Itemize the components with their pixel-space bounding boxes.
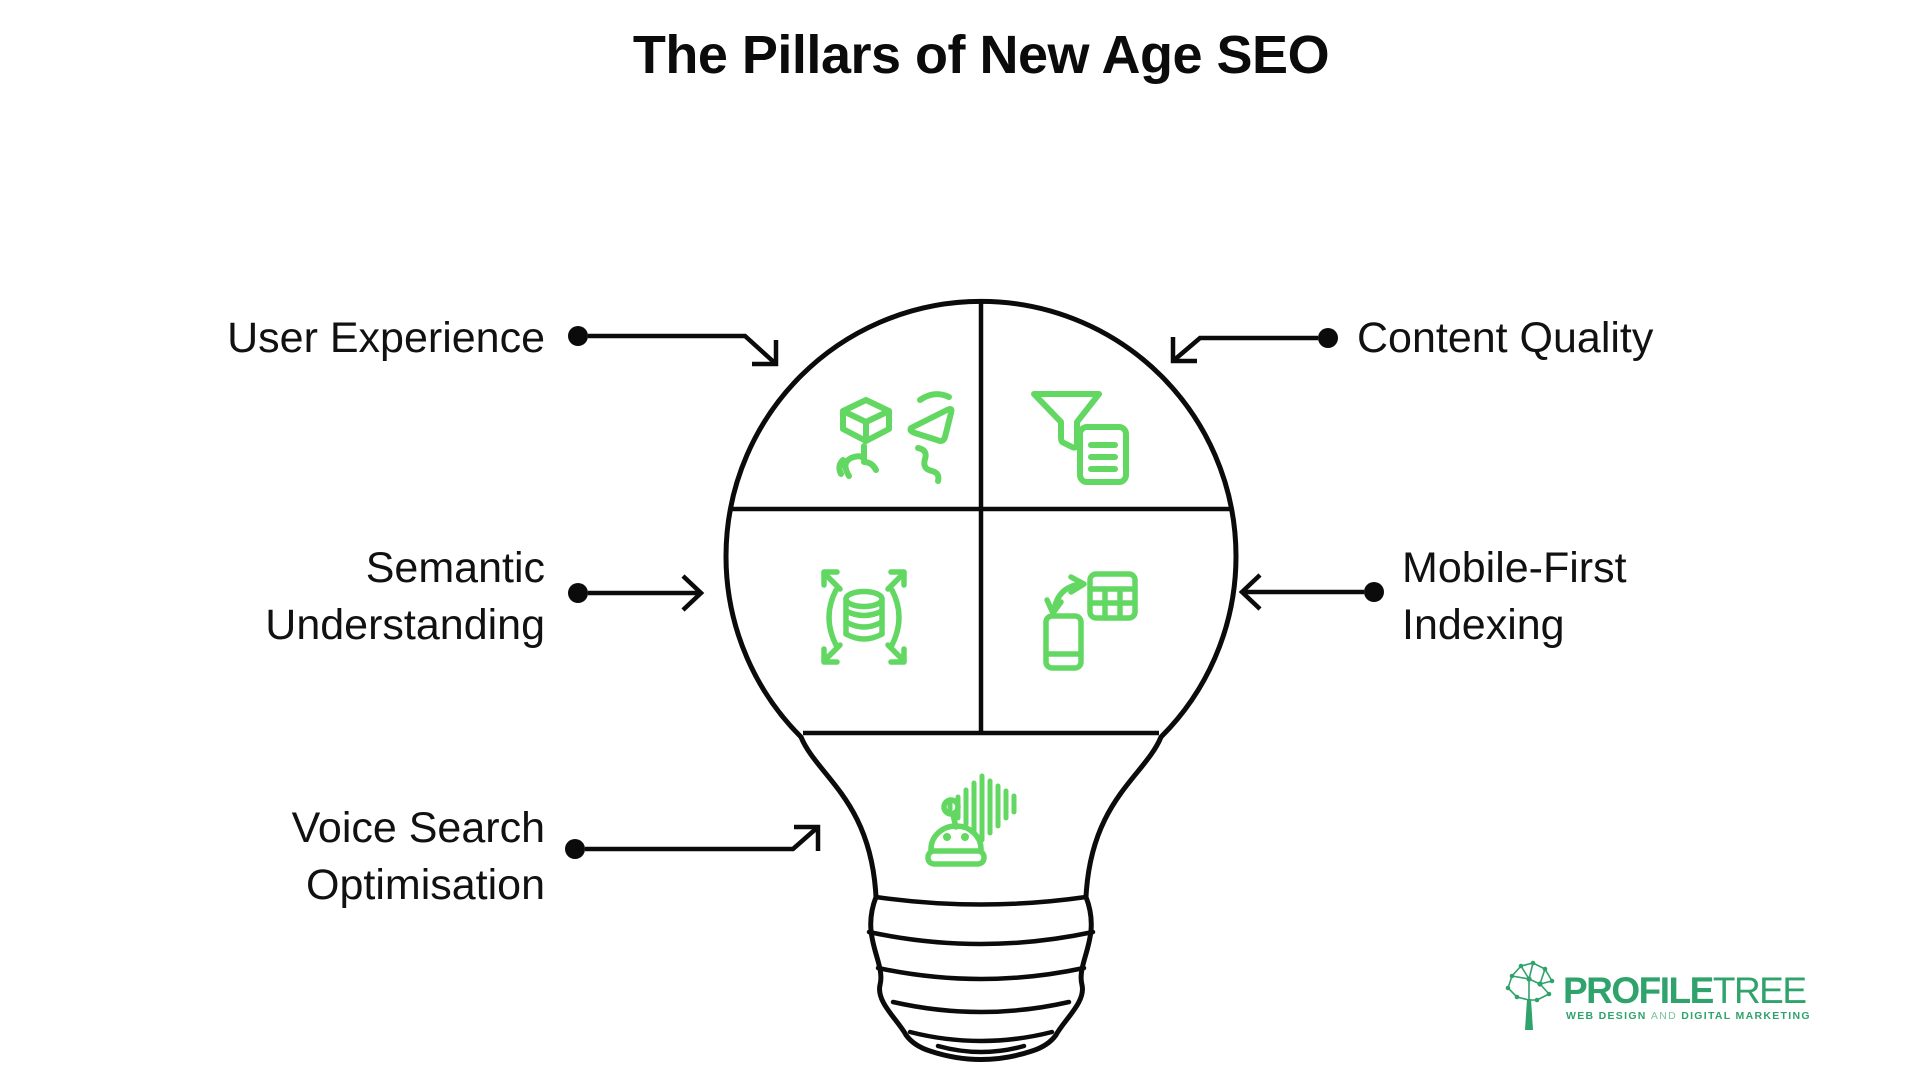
bulb-screw-thread (866, 929, 1096, 947)
profiletree-logo-wordmark: PROFILETREE (1563, 970, 1807, 1012)
bulb-screw-thread (890, 999, 1072, 1015)
bulb-screw-thread (875, 965, 1087, 982)
arrowhead (1170, 337, 1197, 364)
arrowhead (794, 824, 821, 851)
profiletree-logo-tagline: WEB DESIGN AND DIGITAL MARKETING (1566, 1010, 1811, 1022)
logo-text-profile: PROFILE (1563, 970, 1714, 1011)
bulb-quadrant-divider (731, 302, 1231, 736)
label-mobile-first-indexing: Mobile-First Indexing (1402, 544, 1627, 649)
label-semantic-understanding: Semantic Understanding (265, 544, 545, 649)
connector-mobile-first-indexing (1238, 573, 1384, 611)
connector-user-experience (568, 326, 779, 367)
connector-voice-search-optimisation (565, 824, 821, 859)
arrowhead (1238, 573, 1262, 611)
connector-content-quality (1170, 328, 1338, 364)
arrowhead (681, 574, 705, 612)
lightbulb-illustration (723, 298, 1239, 1062)
bulb-screw-thread (907, 1029, 1055, 1044)
phone-table-sync-icon (1043, 571, 1138, 671)
label-voice-search-optimisation: Voice Search Optimisation (291, 804, 545, 909)
logo-text-tree: TREE (1712, 970, 1807, 1011)
database-expand-icon (821, 569, 907, 665)
page-title: The Pillars of New Age SEO (632, 25, 1330, 85)
robot-voice-wave-icon (925, 773, 1017, 867)
arrowhead (752, 340, 779, 367)
funnel-document-icon (1031, 391, 1129, 485)
bulb-screw-thread (935, 1043, 1027, 1055)
connector-semantic-understanding (568, 574, 705, 612)
label-content-quality: Content Quality (1357, 314, 1654, 362)
profiletree-logo-tree-icon (1505, 960, 1555, 1030)
hand-tap-3d-cube-icon (836, 391, 955, 484)
label-user-experience: User Experience (227, 314, 545, 362)
